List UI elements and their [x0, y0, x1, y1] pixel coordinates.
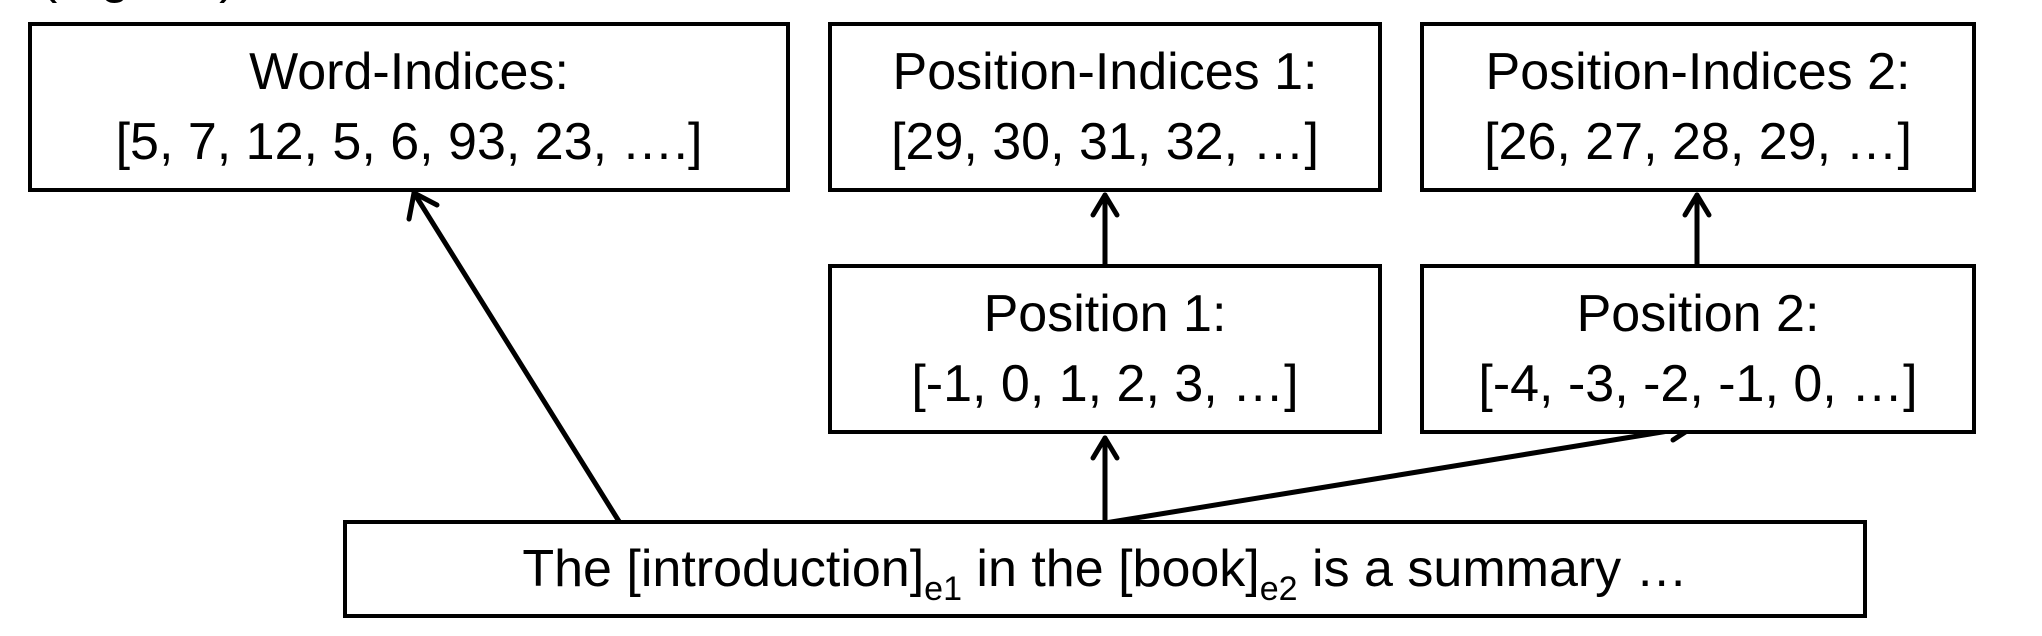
position-1-box: Position 1: [-1, 0, 1, 2, 3, …] — [828, 264, 1382, 434]
entity-1-tag: e1 — [924, 570, 962, 608]
sentence-box: The [introduction]e1 in the [book]e2 is … — [343, 520, 1867, 618]
position-indices-1-values: [29, 30, 31, 32, …] — [891, 113, 1319, 171]
cutoff-caption: (Figure ) — [40, 0, 236, 10]
position-1-values: [-1, 0, 1, 2, 3, …] — [911, 355, 1299, 413]
word-indices-box: Word-Indices: [5, 7, 12, 5, 6, 93, 23, …… — [28, 22, 790, 192]
arrow-sentence-to-word-indices — [411, 190, 623, 526]
position-indices-1-box: Position-Indices 1: [29, 30, 31, 32, …] — [828, 22, 1382, 192]
position-indices-2-values: [26, 27, 28, 29, …] — [1484, 113, 1912, 171]
position-indices-2-box: Position-Indices 2: [26, 27, 28, 29, …] — [1420, 22, 1976, 192]
position-1-title: Position 1: — [983, 285, 1227, 343]
arrow-sentence-to-position-2 — [1102, 424, 1696, 526]
sentence-end: is a summary … — [1297, 540, 1688, 598]
word-indices-values: [5, 7, 12, 5, 6, 93, 23, ….] — [115, 113, 703, 171]
word-indices-title: Word-Indices: — [249, 43, 569, 101]
sentence-the: The — [522, 540, 627, 598]
entity-2-tag: e2 — [1259, 570, 1298, 608]
position-indices-1-title: Position-Indices 1: — [892, 43, 1318, 101]
entity-2: [book] — [1118, 540, 1260, 598]
sentence-text: The [introduction]e1 in the [book]e2 is … — [522, 534, 1688, 606]
position-indices-2-title: Position-Indices 2: — [1485, 43, 1911, 101]
sentence-middle: in the — [961, 540, 1119, 598]
arrowhead-position-1 — [1090, 435, 1120, 461]
arrowhead-word-indices — [406, 190, 440, 222]
position-2-title: Position 2: — [1576, 285, 1820, 343]
entity-1: [introduction] — [626, 540, 925, 598]
position-2-box: Position 2: [-4, -3, -2, -1, 0, …] — [1420, 264, 1976, 434]
arrowhead-indices-2 — [1682, 192, 1712, 218]
arrowhead-indices-1 — [1090, 192, 1120, 218]
position-2-values: [-4, -3, -2, -1, 0, …] — [1478, 355, 1918, 413]
